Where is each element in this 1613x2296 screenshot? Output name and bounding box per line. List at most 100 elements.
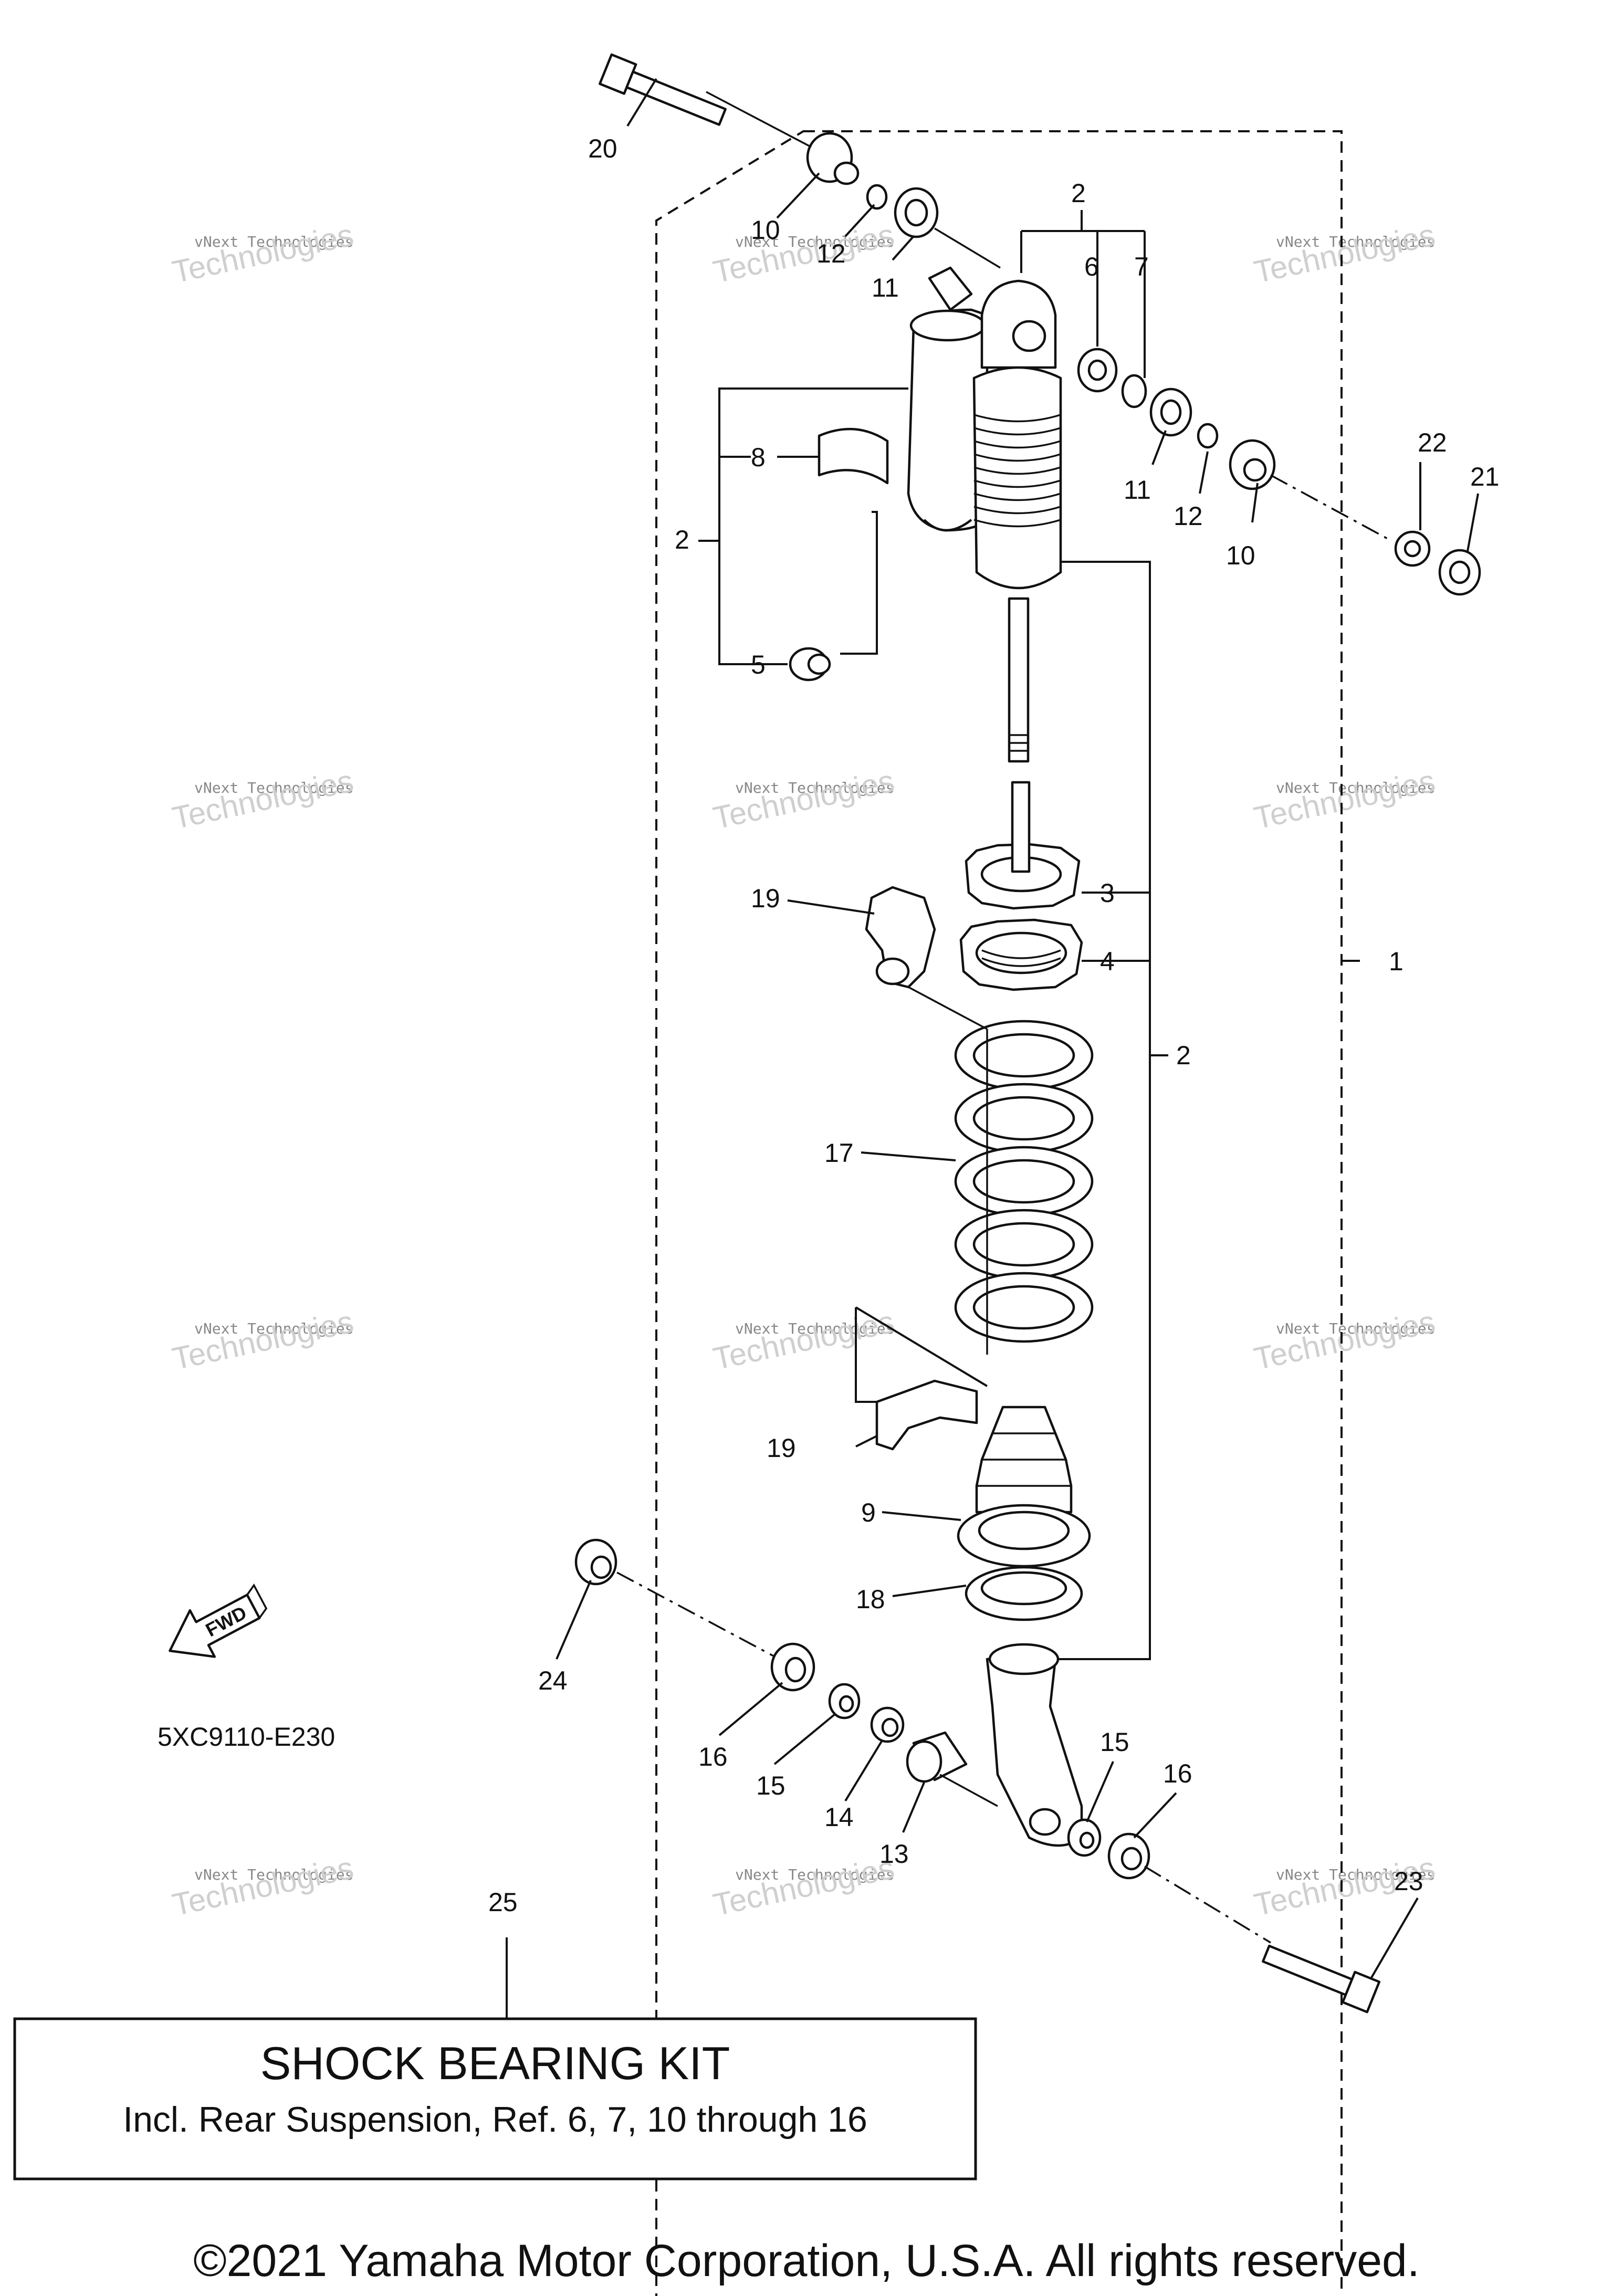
upper-eye-hole [1012, 320, 1046, 352]
watermark: vNext Technologies Technologies [1251, 1304, 1438, 1376]
callout-9: 9 [861, 1498, 876, 1527]
washer-16-left [770, 1642, 815, 1692]
axis-lines [616, 91, 1392, 1944]
callout-14: 14 [824, 1802, 854, 1832]
callout-10-upper: 10 [751, 215, 780, 245]
callout-12-upper: 12 [816, 239, 846, 268]
watermark-text: vNext Technologies [194, 233, 353, 250]
callout-8: 8 [751, 443, 766, 472]
watermark: vNext Technologies Technologies [1251, 763, 1438, 835]
washer-22 [1394, 530, 1431, 567]
reservoir-cap [909, 309, 986, 342]
watermark-text: vNext Technologies [735, 1866, 894, 1883]
spring-guide-upper [865, 886, 936, 989]
callout-19-upper: 19 [751, 884, 780, 913]
leader-lines [506, 78, 1479, 2019]
bushing-14 [870, 1706, 905, 1743]
watermark: vNext Technologies Technologies [169, 217, 357, 289]
watermark: vNext Technologies Technologies [710, 217, 897, 289]
lower-bolt [1262, 1944, 1381, 2014]
kit-box: SHOCK BEARING KIT Incl. Rear Suspension,… [13, 2017, 977, 2180]
callout-15-left: 15 [756, 1771, 785, 1800]
callout-11-right: 11 [1124, 475, 1151, 505]
callout-13: 13 [879, 1839, 909, 1869]
bearing-11-right [1149, 387, 1192, 437]
watermark-big: Technologies [710, 217, 897, 289]
spring-guide-lower [875, 1379, 978, 1451]
watermark: vNext Technologies Technologies [169, 763, 357, 835]
collar-15-left [828, 1683, 861, 1720]
collar-10-upper [806, 132, 860, 185]
lower-clevis [986, 1643, 1083, 1847]
diagram-code: 5XC9110-E230 [158, 1722, 335, 1752]
callout-16-right: 16 [1163, 1759, 1192, 1788]
callout-5: 5 [751, 650, 766, 679]
adjuster-bolt-5 [789, 647, 831, 682]
kit-title: SHOCK BEARING KIT [260, 2037, 730, 2089]
callout-10-right: 10 [1226, 541, 1255, 570]
copyright-notice: ©2021 Yamaha Motor Corporation, U.S.A. A… [193, 2236, 1420, 2286]
reservoir-fitting [928, 266, 973, 311]
circlip-7 [1121, 374, 1147, 408]
o-ring-12-upper [866, 184, 888, 210]
collar-10-right [1229, 439, 1276, 490]
watermark: vNext Technologies Technologies [169, 1850, 357, 1922]
watermark-text: vNext Technologies [735, 1320, 894, 1337]
callout-2-right: 2 [1176, 1041, 1191, 1070]
callout-21: 21 [1470, 462, 1500, 491]
callout-24: 24 [538, 1666, 568, 1695]
kit-box-frame [13, 2017, 977, 2180]
watermark-big: Technologies [1251, 1304, 1438, 1376]
nut-24 [574, 1538, 617, 1586]
watermark-text: vNext Technologies [194, 1866, 353, 1883]
upper-bolt [599, 53, 727, 126]
watermark-big: Technologies [169, 217, 357, 289]
o-ring-12-right [1197, 423, 1219, 449]
callout-numbers: 1 2 2 2 3 4 5 6 7 8 9 10 10 11 11 12 12 … [488, 134, 1500, 1917]
callout-1: 1 [1389, 947, 1403, 976]
callout-20: 20 [588, 134, 617, 163]
watermark-text: vNext Technologies [194, 1320, 353, 1337]
callout-11-upper: 11 [872, 273, 899, 302]
bump-stopper [975, 1406, 1073, 1514]
callout-7: 7 [1134, 252, 1149, 281]
body-threads [973, 414, 1061, 528]
rod-thread [1009, 734, 1028, 752]
washer-16-right [1107, 1832, 1150, 1880]
watermark-text: vNext Technologies [1276, 1866, 1435, 1883]
main-cylinder [972, 366, 1062, 590]
callout-23: 23 [1394, 1867, 1423, 1896]
watermark-big: Technologies [710, 1850, 897, 1922]
callout-4: 4 [1100, 947, 1115, 976]
watermark-big: Technologies [169, 763, 357, 835]
watermark-text: vNext Technologies [735, 779, 894, 796]
callout-2-left: 2 [675, 525, 689, 554]
adjuster-nut-4 [959, 918, 1083, 991]
reservoir-bottom [923, 519, 972, 532]
callout-3: 3 [1100, 878, 1115, 908]
callout-19-lower: 19 [767, 1433, 796, 1463]
callout-25: 25 [488, 1888, 518, 1917]
fwd-arrow-icon: FWD [169, 1584, 268, 1658]
nut-21 [1438, 549, 1481, 596]
lock-nut-3 [965, 781, 1081, 910]
piston-rod [1008, 597, 1030, 763]
callout-22: 22 [1418, 428, 1447, 457]
shock-absorber-body [907, 266, 1062, 763]
watermark: vNext Technologies Technologies [1251, 217, 1438, 289]
watermark: vNext Technologies Technologies [169, 1304, 357, 1376]
watermark-text: vNext Technologies [1276, 233, 1435, 250]
watermark: vNext Technologies Technologies [710, 763, 897, 835]
watermark-big: Technologies [169, 1850, 357, 1922]
watermark-big: Technologies [1251, 763, 1438, 835]
collar-15-right [1067, 1818, 1102, 1857]
watermark: vNext Technologies Technologies [710, 1850, 897, 1922]
spring-seat-18 [965, 1566, 1083, 1621]
band-8 [818, 427, 889, 485]
watermark-text: vNext Technologies [1276, 779, 1435, 796]
callout-16-left: 16 [698, 1742, 728, 1771]
callout-2-top: 2 [1071, 179, 1086, 208]
collar-6 [1077, 348, 1118, 393]
watermark-big: Technologies [1251, 217, 1438, 289]
